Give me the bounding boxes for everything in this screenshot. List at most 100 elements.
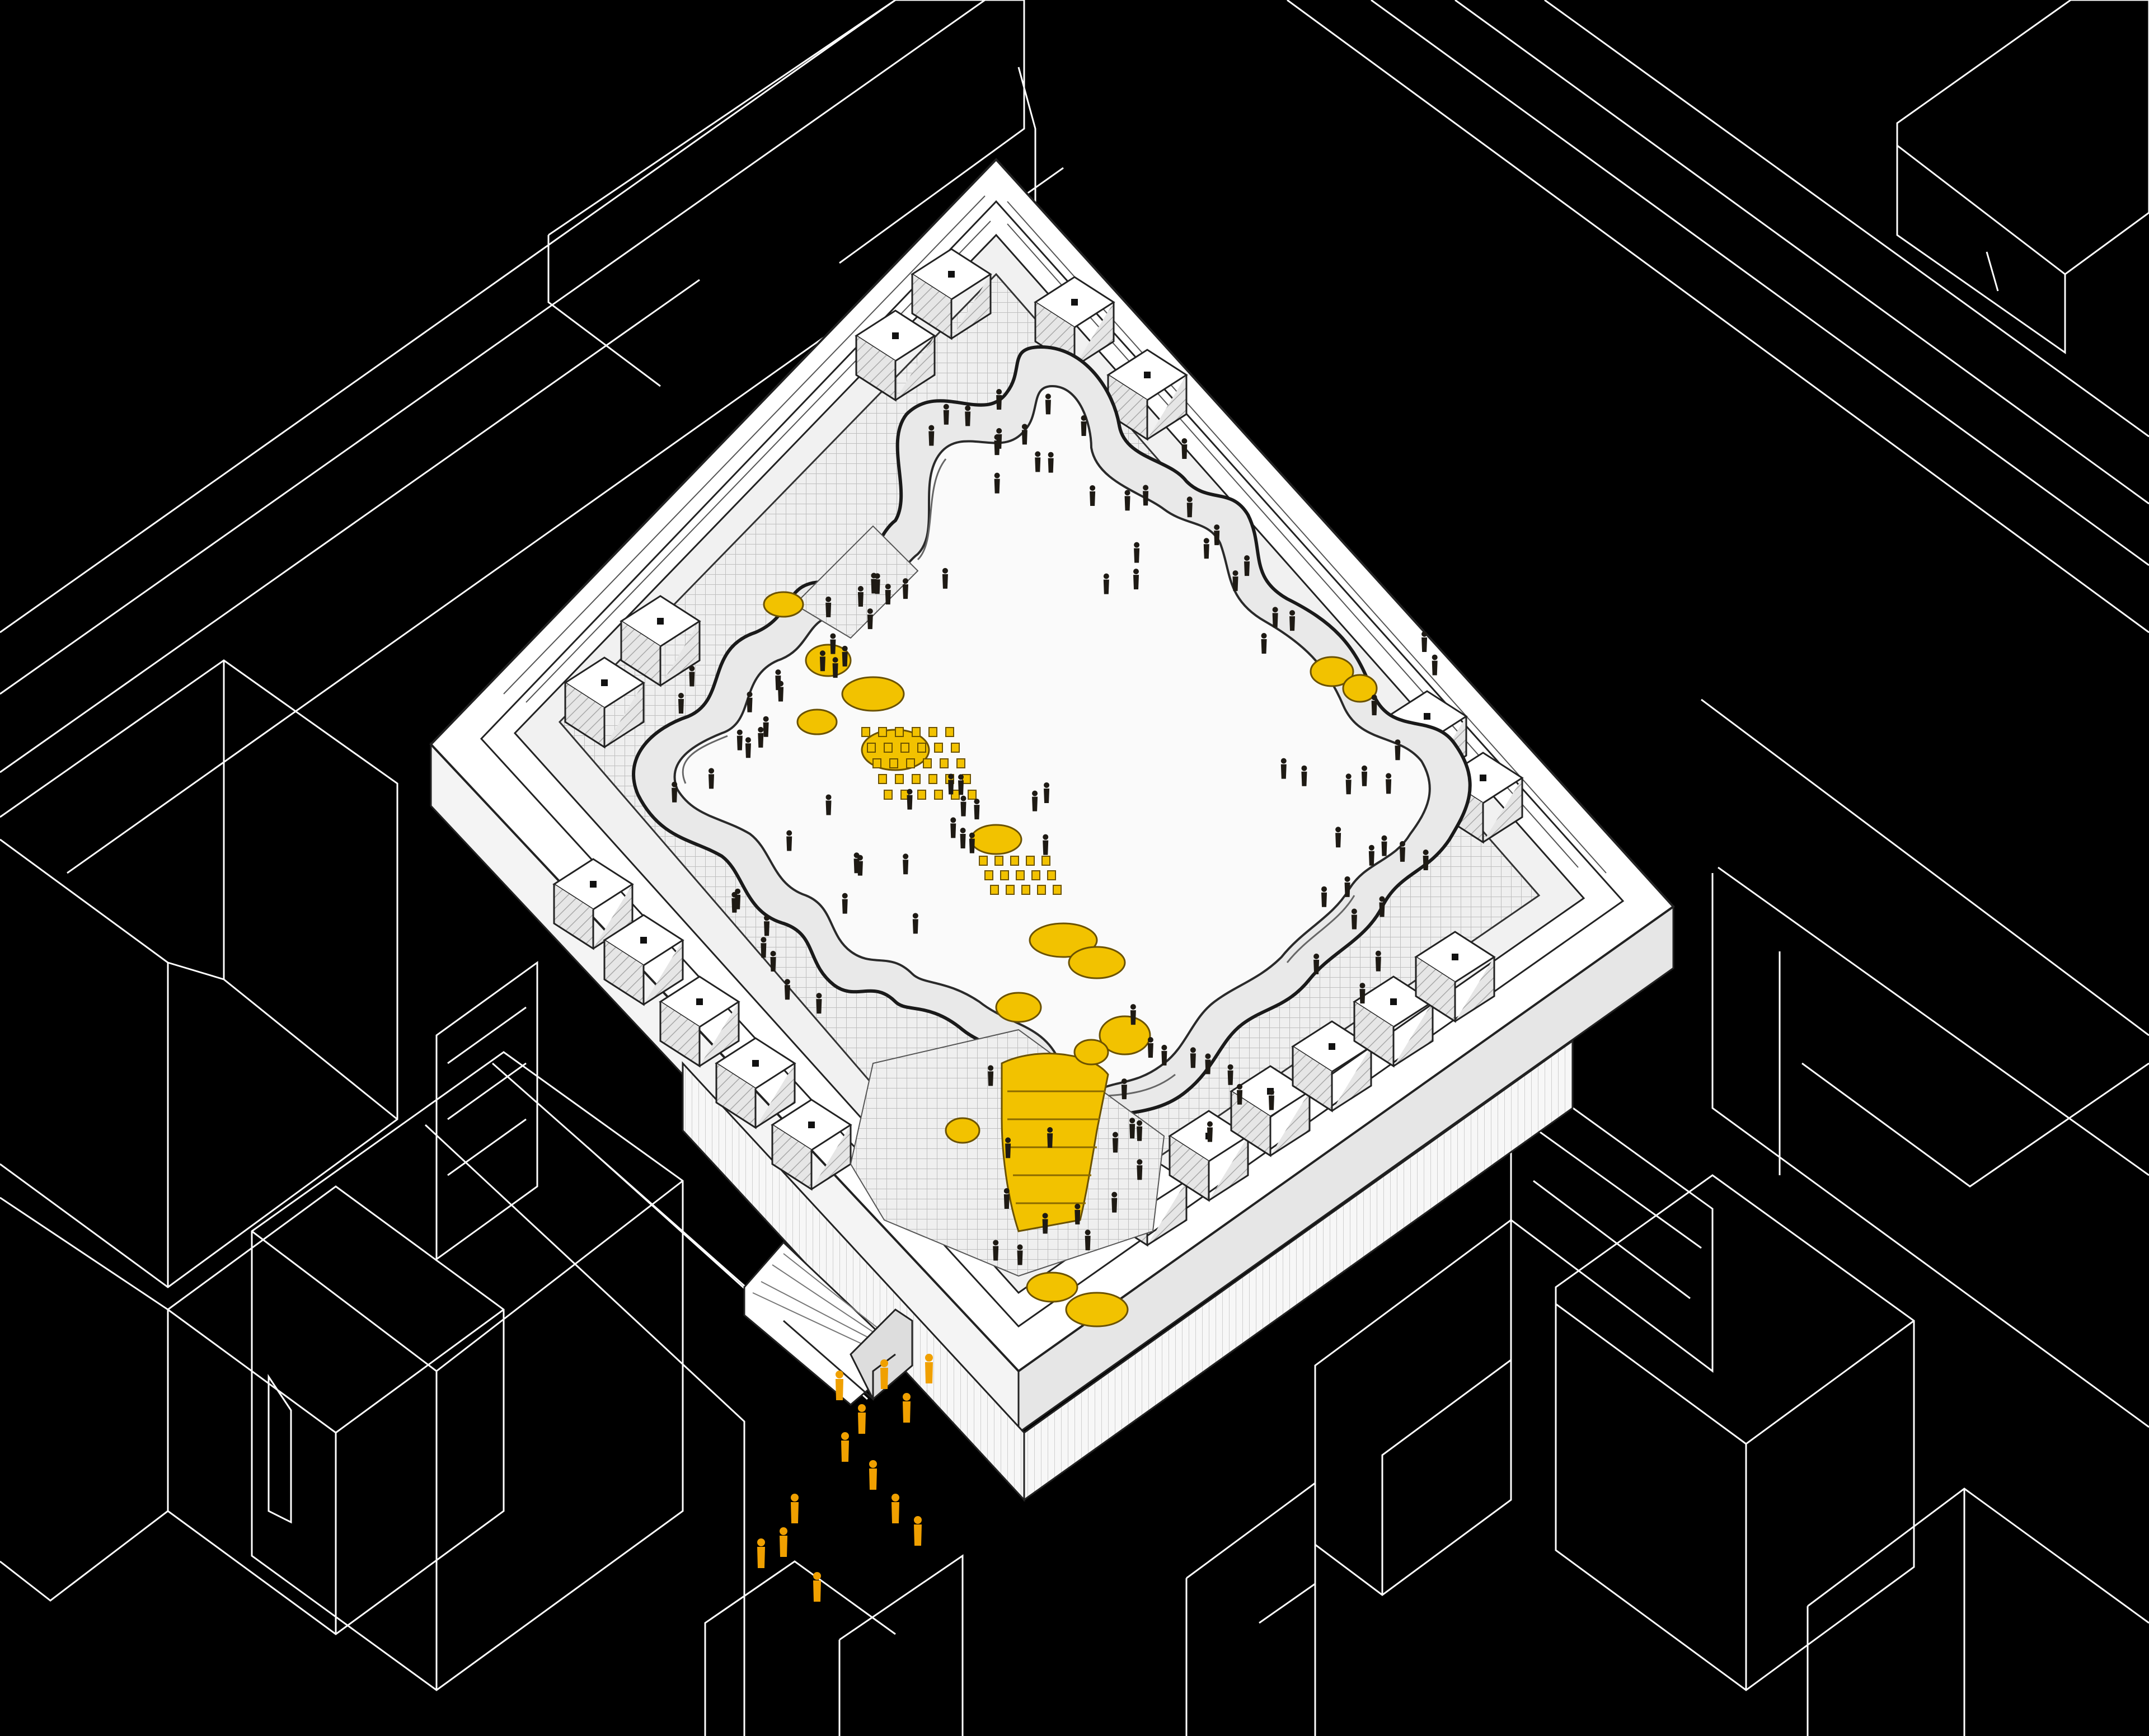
yellow-blob-15 (763, 591, 804, 618)
person-icon (1345, 773, 1352, 795)
person-icon (960, 827, 966, 848)
context-building-southwest-b (0, 1185, 505, 1635)
person-icon (1003, 1188, 1010, 1209)
person-icon (1289, 610, 1296, 631)
person-icon (1280, 758, 1287, 779)
person-icon (1047, 1127, 1053, 1148)
person-icon (1244, 555, 1250, 576)
yellow-chair (884, 790, 893, 800)
person-icon (1368, 844, 1374, 866)
context-tower-northeast (1896, 0, 2149, 354)
person-icon (1045, 393, 1051, 415)
person-icon (1313, 953, 1320, 974)
person-icon (763, 716, 769, 737)
yellow-chair (917, 743, 926, 753)
person-icon (758, 726, 764, 748)
pavilion-3 (715, 1037, 796, 1129)
context-block-northwest (0, 0, 1064, 874)
person-icon (825, 596, 832, 617)
person-icon (1190, 1047, 1196, 1068)
yellow-chair (861, 727, 870, 737)
person-icon (903, 1393, 911, 1423)
person-icon (858, 1404, 866, 1434)
yellow-chair (895, 727, 904, 737)
person-icon (942, 567, 948, 589)
person-icon (745, 737, 751, 758)
yellow-chair (900, 743, 909, 753)
yellow-chair (1047, 870, 1056, 880)
person-icon (925, 1354, 933, 1383)
person-icon (885, 584, 891, 605)
walkway-band-inner (673, 384, 1431, 1095)
yellow-chair (934, 743, 943, 753)
pavilion-1 (603, 914, 684, 1006)
person-icon (778, 681, 784, 702)
person-icon (1112, 1132, 1118, 1153)
person-icon (842, 893, 848, 914)
pavilion-16 (1106, 349, 1188, 441)
pavilion-12 (620, 595, 701, 687)
person-icon (1301, 765, 1307, 786)
yellow-chair (884, 743, 893, 753)
person-icon (1395, 739, 1401, 761)
context-building-south-c (1807, 1488, 2149, 1736)
person-icon (1268, 1089, 1274, 1110)
person-icon (907, 789, 913, 810)
person-icon (1133, 569, 1139, 590)
person-icon (1044, 782, 1050, 803)
yellow-chair (984, 870, 993, 880)
person-icon (1375, 950, 1381, 972)
yellow-blob-13 (1065, 1292, 1129, 1327)
person-icon (867, 608, 873, 630)
rooftop-pavilions (552, 248, 1524, 1247)
person-icon (830, 633, 836, 654)
person-icon (1344, 876, 1350, 897)
yellow-chair (956, 758, 965, 768)
person-icon (1032, 790, 1038, 811)
person-icon (708, 768, 715, 789)
yellow-chair (867, 743, 876, 753)
person-icon (994, 472, 1000, 494)
yellow-chair (951, 743, 960, 753)
yellow-chair (1016, 870, 1025, 880)
person-icon (1232, 570, 1238, 592)
yellow-chair (878, 727, 887, 737)
person-icon (1137, 1120, 1143, 1141)
yellow-chair (895, 774, 904, 784)
people-silhouettes (672, 389, 1438, 1265)
context-building-southwest-c (251, 1051, 684, 1691)
yellow-chair (1010, 856, 1019, 866)
person-icon (770, 950, 776, 972)
plaza-west (794, 525, 919, 639)
street-people-orange (757, 1354, 933, 1602)
person-icon (1111, 1191, 1118, 1213)
person-icon (857, 586, 864, 607)
person-icon (1137, 1159, 1143, 1180)
person-icon (1161, 1044, 1167, 1066)
yellow-blob-8 (1099, 1015, 1151, 1055)
person-icon (857, 855, 863, 876)
person-icon (1081, 415, 1087, 436)
yellow-blob-6 (1068, 946, 1126, 979)
yellow-chair (928, 774, 937, 784)
person-icon (1090, 485, 1096, 506)
person-icon (1186, 496, 1193, 518)
pavilion-13 (855, 309, 936, 402)
person-icon (731, 892, 738, 913)
yellow-chair (979, 856, 988, 866)
yellow-blob-9 (1073, 1039, 1109, 1066)
yellow-chair (962, 774, 971, 784)
person-icon (689, 665, 695, 687)
yellow-chair (1041, 856, 1050, 866)
context-building-east (1701, 698, 2149, 1428)
person-icon (1143, 485, 1149, 506)
person-icon (672, 781, 678, 803)
person-icon (780, 1527, 787, 1557)
serpentine-walkway (632, 345, 1472, 1133)
person-icon (960, 795, 966, 817)
person-icon (1074, 1203, 1081, 1224)
yellow-chair (906, 758, 915, 768)
yellow-chair (923, 758, 932, 768)
person-icon (1359, 983, 1366, 1004)
